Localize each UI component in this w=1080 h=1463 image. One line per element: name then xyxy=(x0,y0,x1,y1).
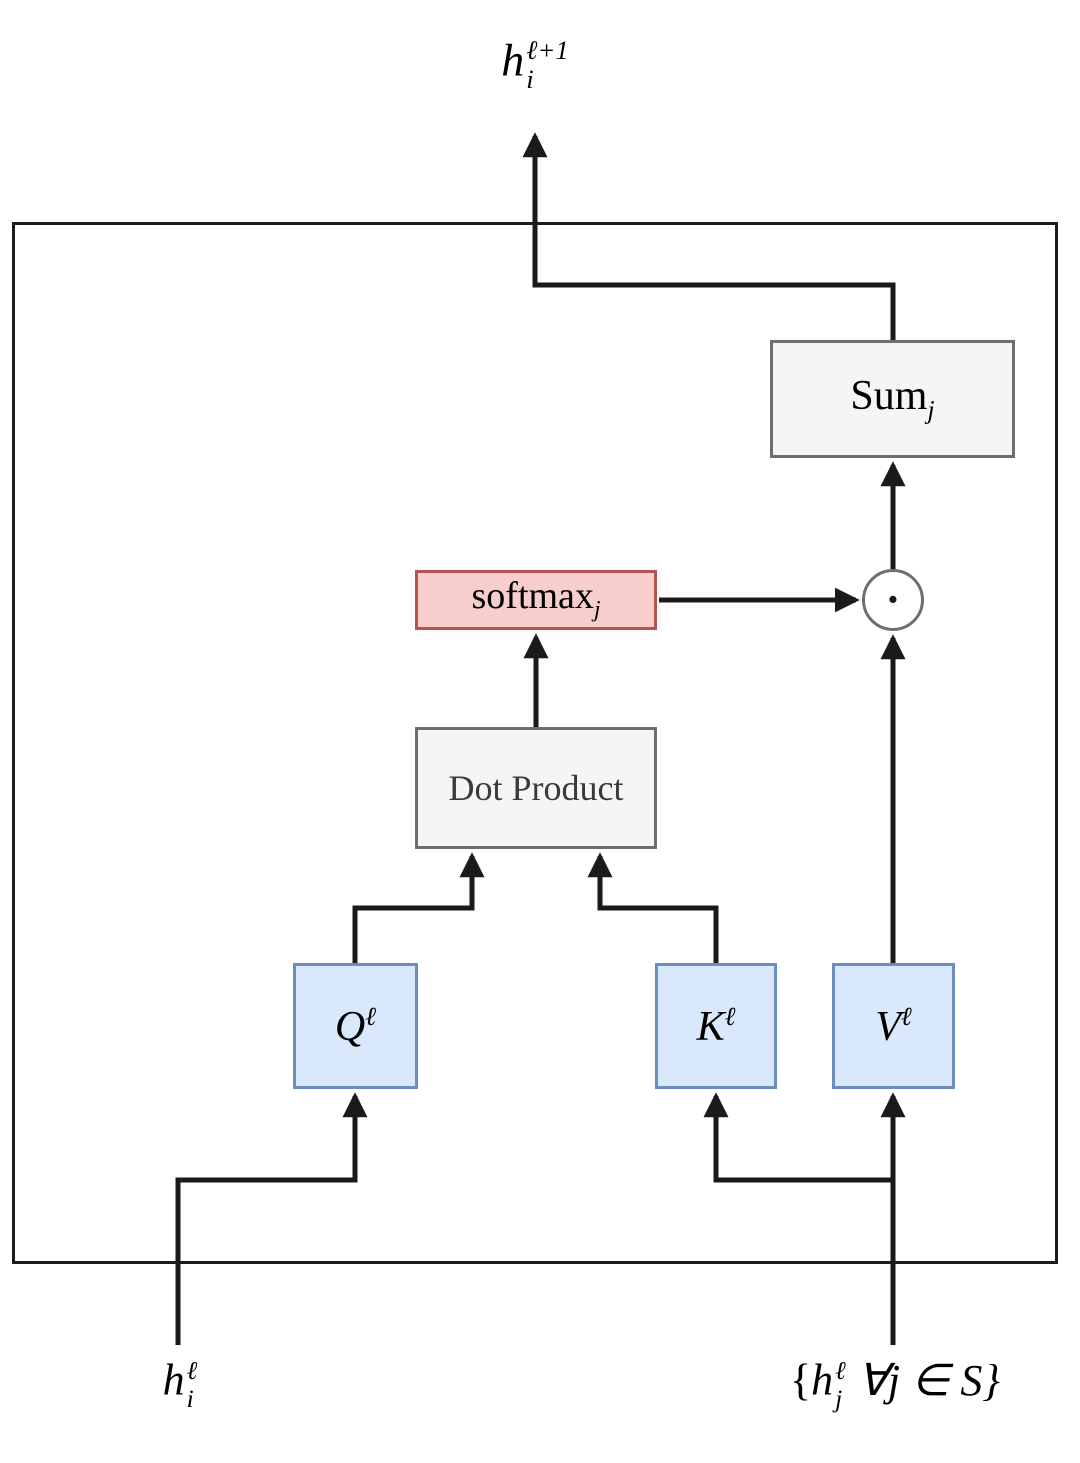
multiply-dot-icon: · xyxy=(885,575,901,624)
sum-label-base: Sum xyxy=(850,372,928,419)
sum-label: Sumj xyxy=(850,375,934,423)
input-right-suffix: ∀j ∈ S} xyxy=(857,1356,1000,1406)
q-label-sup: ℓ xyxy=(365,1002,377,1031)
input-right-sup: ℓ xyxy=(835,1356,846,1386)
output-label-sup: ℓ+1 xyxy=(526,35,569,66)
value-projection-box: Vℓ xyxy=(832,963,955,1089)
sum-box: Sumj xyxy=(770,340,1015,458)
softmax-label-sub: j xyxy=(593,597,601,624)
input-right-sub: j xyxy=(835,1384,843,1413)
q-label: Qℓ xyxy=(334,1002,377,1050)
k-label-base: K xyxy=(696,1004,725,1050)
input-left-sub: i xyxy=(186,1384,194,1413)
output-label-base: h xyxy=(501,34,525,86)
v-label: Vℓ xyxy=(875,1002,912,1050)
input-right-prefix: { xyxy=(789,1356,812,1406)
dot-product-box: Dot Product xyxy=(415,727,657,849)
q-label-base: Q xyxy=(334,1004,366,1050)
input-left-base: h xyxy=(162,1356,185,1406)
query-projection-box: Qℓ xyxy=(293,963,418,1089)
sum-label-sub: j xyxy=(927,395,935,425)
k-label-sup: ℓ xyxy=(724,1002,736,1031)
input-left-sup: ℓ xyxy=(186,1356,198,1386)
key-projection-box: Kℓ xyxy=(655,963,777,1089)
output-label-sub: i xyxy=(526,64,534,94)
dot-product-label: Dot Product xyxy=(448,768,624,808)
k-label: Kℓ xyxy=(696,1002,736,1050)
v-label-base: V xyxy=(875,1004,901,1050)
softmax-label-base: softmax xyxy=(471,575,594,618)
softmax-box: softmaxj xyxy=(415,570,657,630)
softmax-label: softmaxj xyxy=(472,577,601,622)
v-label-sup: ℓ xyxy=(900,1002,912,1031)
input-right-base: h xyxy=(811,1356,834,1406)
elementwise-multiply-node: · xyxy=(862,569,924,631)
